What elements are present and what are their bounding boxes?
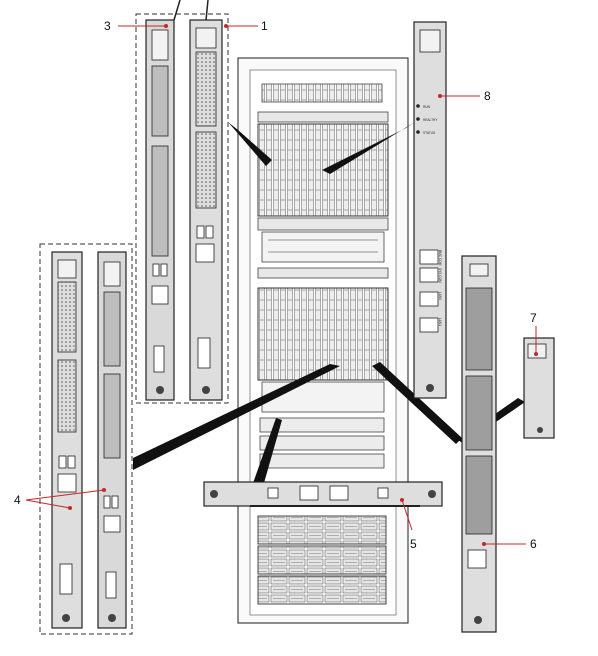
status-label-run: RUN	[423, 105, 431, 109]
module-8: RUN HEALTHY STATUS BMC COM SYS COM LAN0 …	[413, 21, 447, 399]
callout-7: 7	[530, 311, 537, 325]
status-label-healthy: HEALTHY	[423, 118, 438, 122]
leader-lines	[25, 25, 537, 545]
rack-cabinet	[237, 57, 409, 624]
callout-6: 6	[530, 537, 537, 551]
callout-5: 5	[410, 537, 417, 551]
port-label-lan1: LAN1	[438, 318, 442, 326]
callout-1: 1	[261, 19, 268, 33]
callout-8: 8	[484, 89, 491, 103]
status-label-status: STATUS	[423, 131, 435, 135]
callout-4: 4	[14, 493, 21, 507]
module-6	[461, 255, 497, 633]
module-5	[203, 481, 443, 507]
port-label-lan0: LAN0	[438, 292, 442, 300]
port-label-sys: SYS COM	[438, 268, 442, 283]
module-7	[523, 337, 555, 439]
module-group-bottom	[39, 243, 133, 635]
callout-3: 3	[104, 19, 111, 33]
module-group-top	[135, 0, 229, 404]
leader-dots	[68, 24, 538, 546]
port-label-bmc: BMC COM	[438, 250, 442, 266]
